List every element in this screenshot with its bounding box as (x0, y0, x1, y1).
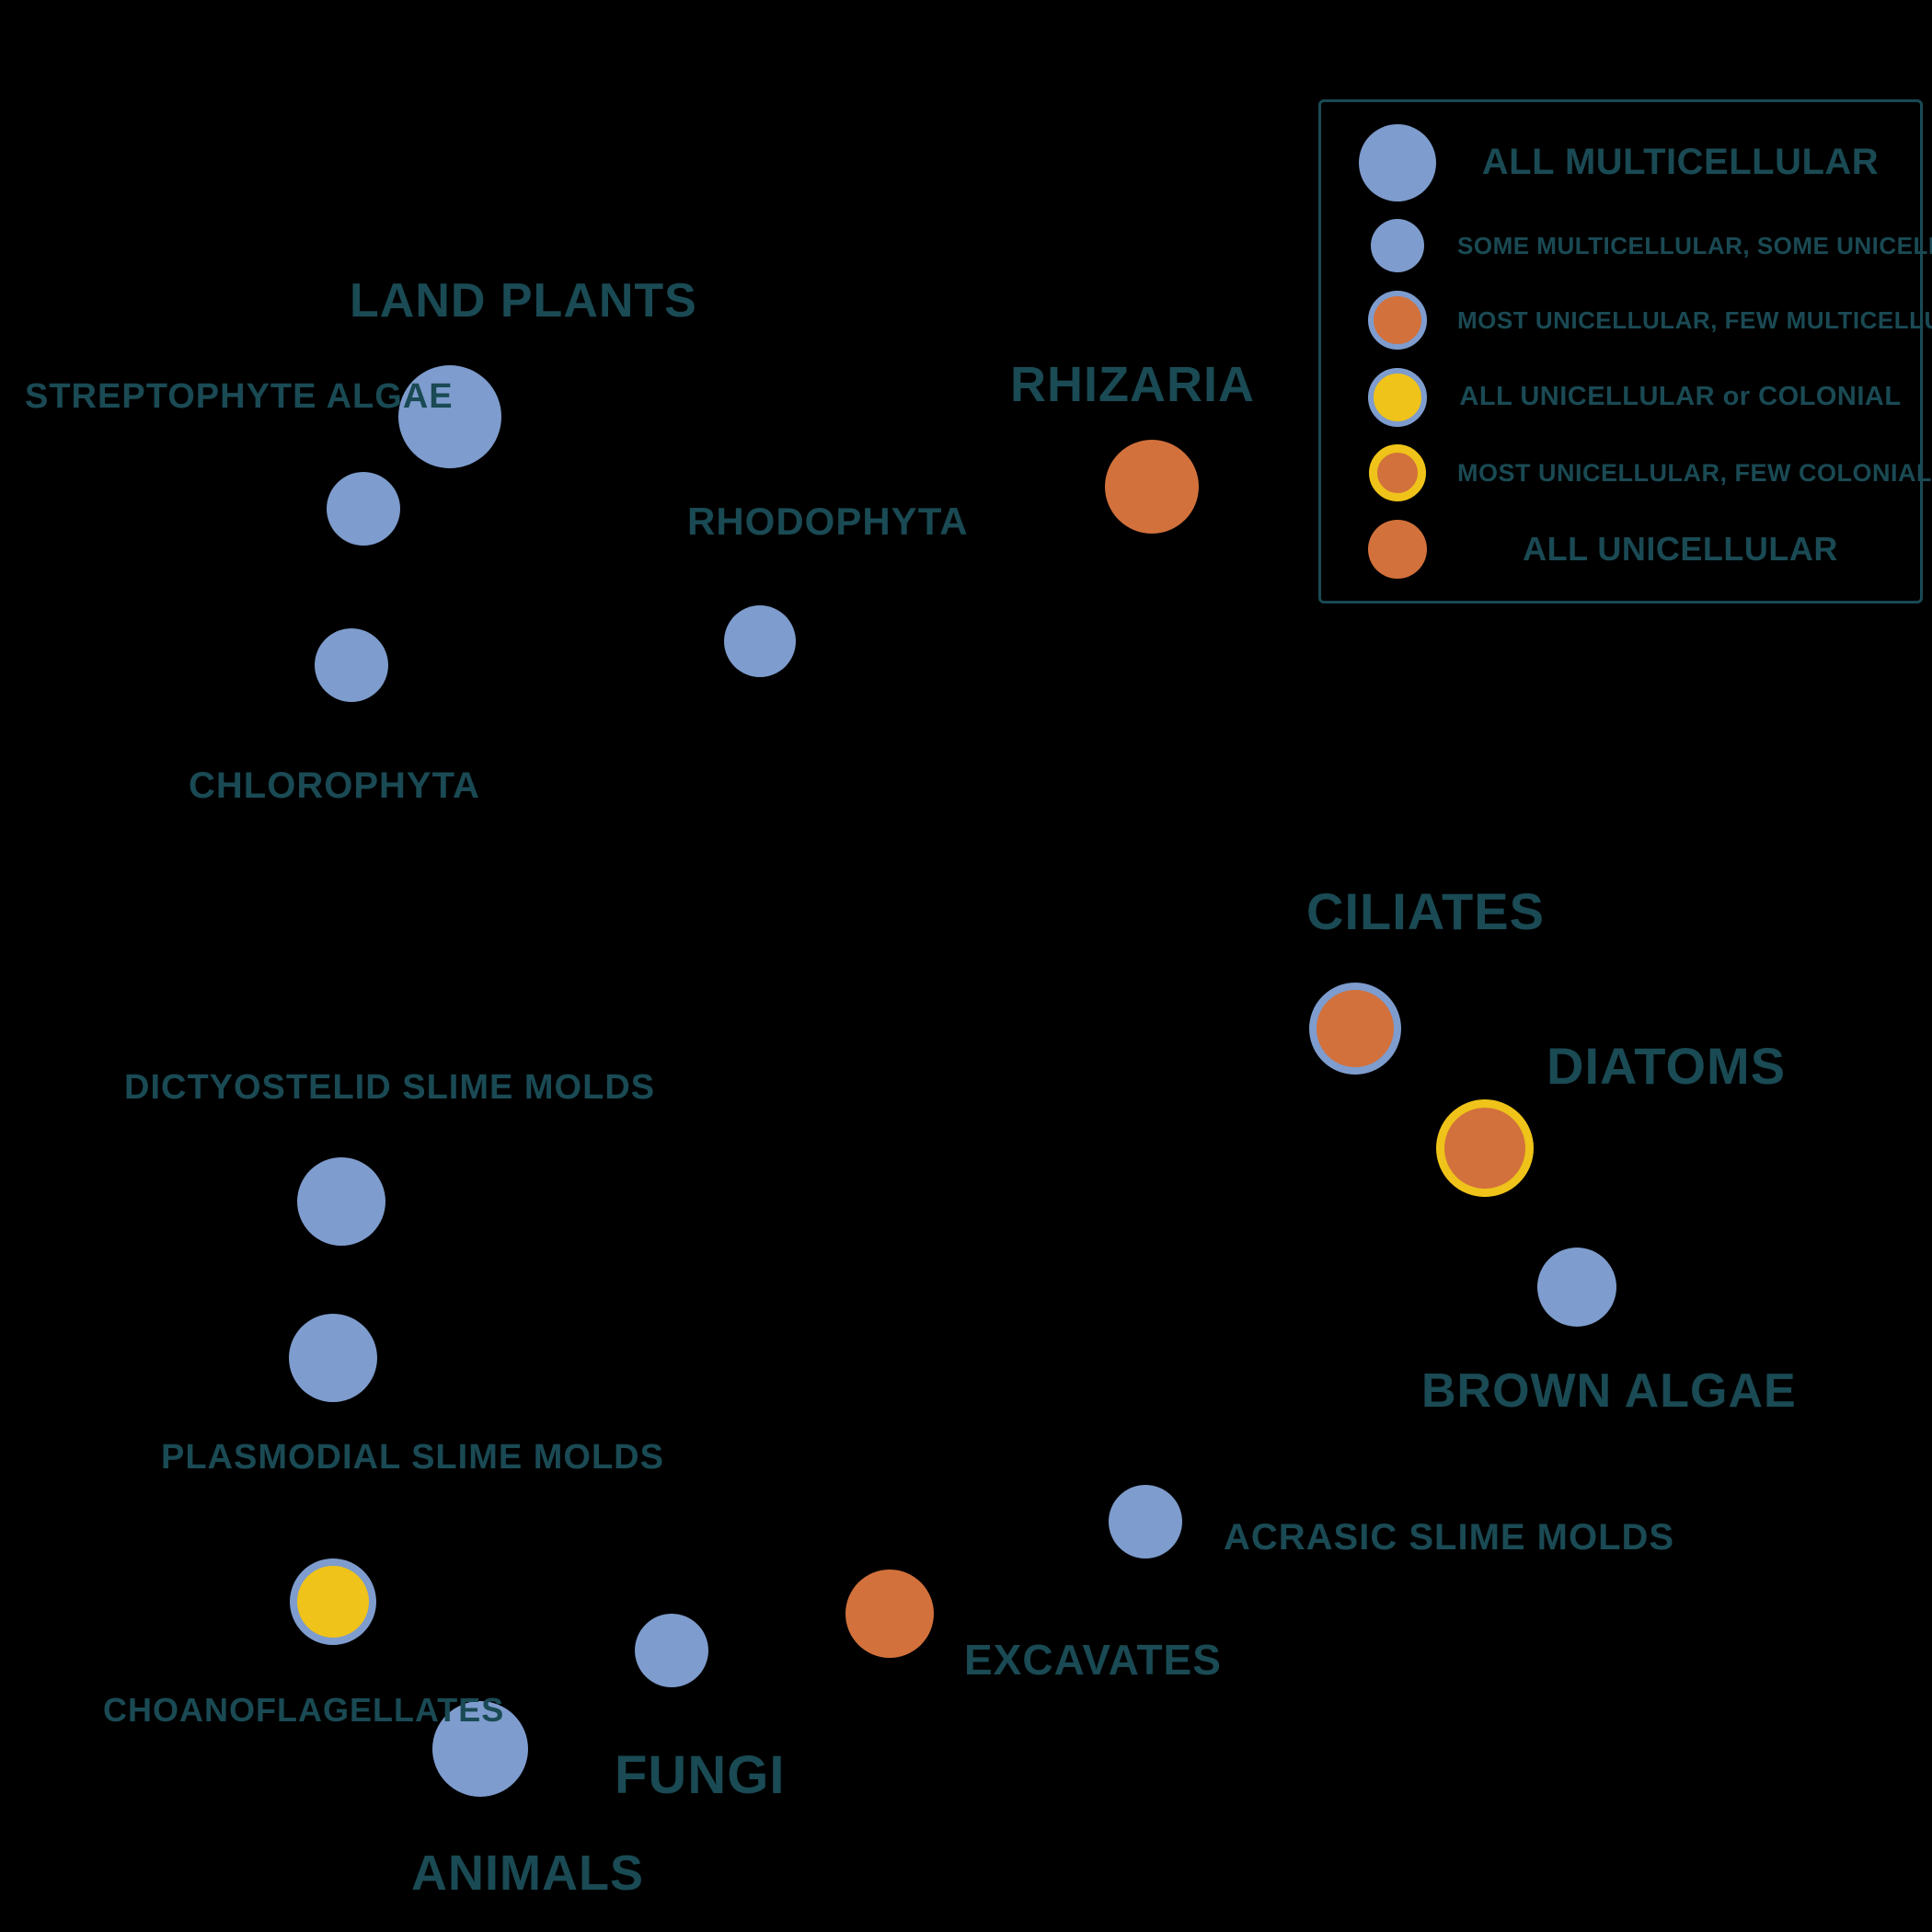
legend-label: MOST UNICELLULAR, FEW MULTICELLULAR (1457, 305, 1932, 334)
land-plants-label: LAND PLANTS (350, 274, 697, 328)
land-plants-node (398, 365, 501, 468)
plasmodial-slime-molds-node (289, 1314, 377, 1402)
streptophyte-algae-label: STREPTOPHYTE ALGAE (25, 377, 454, 416)
legend-label: ALL UNICELLULAR or COLONIAL (1459, 382, 1902, 412)
chlorophyta-node (315, 628, 388, 702)
all-unicellular-or-colonial-icon (1368, 367, 1427, 427)
rhodophyta-node (724, 605, 796, 677)
acrasic-slime-molds-label: ACRASIC SLIME MOLDS (1224, 1517, 1675, 1558)
animals-node (432, 1701, 528, 1797)
legend-icon-cell (1338, 219, 1457, 273)
choanoflagellates-label: CHOANOFLAGELLATES (103, 1691, 505, 1729)
most-unicellular-few-multicellular-icon (1368, 291, 1427, 351)
legend-item-all-multicellular: ALL MULTICELLULAR (1338, 123, 1903, 201)
legend-icon-cell (1338, 367, 1457, 427)
rhizaria-label: RHIZARIA (1010, 357, 1255, 412)
legend-icon-cell (1338, 520, 1457, 580)
rhizaria-node (1105, 440, 1199, 534)
legend-item-some-multicellular: SOME MULTICELLULAR, SOME UNICELLULAR (1338, 219, 1932, 273)
legend-item-most-unicellular-few-multicellular: MOST UNICELLULAR, FEW MULTICELLULAR (1338, 291, 1932, 351)
animals-label: ANIMALS (411, 1846, 644, 1901)
rhodophyta-label: RHODOPHYTA (687, 500, 969, 543)
brown-algae-label: BROWN ALGAE (1421, 1364, 1797, 1418)
legend-item-most-unicellular-few-colonial: MOST UNICELLULAR, FEW COLONIAL (1338, 444, 1931, 502)
plasmodial-slime-molds-label: PLASMODIAL SLIME MOLDS (161, 1438, 664, 1477)
diatoms-node (1436, 1099, 1534, 1197)
chlorophyta-label: CHLOROPHYTA (189, 765, 480, 806)
ciliates-node (1309, 983, 1401, 1075)
legend: ALL MULTICELLULAR SOME MULTICELLULAR, SO… (1318, 99, 1932, 604)
legend-item-all-unicellular-or-colonial: ALL UNICELLULAR or COLONIAL (1338, 367, 1903, 427)
legend-label: SOME MULTICELLULAR, SOME UNICELLULAR (1457, 231, 1932, 259)
brown-algae-node (1537, 1248, 1616, 1327)
legend-icon-cell (1338, 123, 1457, 201)
dictyostelid-slime-molds-label: DICTYOSTELID SLIME MOLDS (124, 1068, 656, 1107)
dictyostelid-slime-molds-node (297, 1157, 385, 1246)
choanoflagellates-node (290, 1558, 376, 1645)
excavates-node (845, 1570, 934, 1658)
most-unicellular-few-colonial-icon (1369, 444, 1426, 502)
ciliates-label: CILIATES (1306, 882, 1545, 940)
acrasic-slime-molds-node (1109, 1485, 1182, 1558)
legend-label: MOST UNICELLULAR, FEW COLONIAL (1457, 458, 1932, 487)
fungi-node (635, 1614, 708, 1687)
legend-label: ALL MULTICELLULAR (1481, 142, 1880, 183)
all-multicellular-icon (1359, 123, 1436, 201)
excavates-label: EXCAVATES (964, 1636, 1222, 1684)
legend-icon-cell (1338, 291, 1457, 351)
some-multicellular-icon (1371, 219, 1424, 273)
diatoms-label: DIATOMS (1547, 1037, 1787, 1095)
legend-label: ALL UNICELLULAR (1523, 530, 1838, 569)
legend-icon-cell (1338, 444, 1457, 502)
fungi-label: FUNGI (615, 1745, 786, 1805)
legend-item-all-unicellular: ALL UNICELLULAR (1338, 520, 1903, 580)
streptophyte-algae-node (327, 472, 400, 546)
all-unicellular-icon (1368, 520, 1427, 580)
